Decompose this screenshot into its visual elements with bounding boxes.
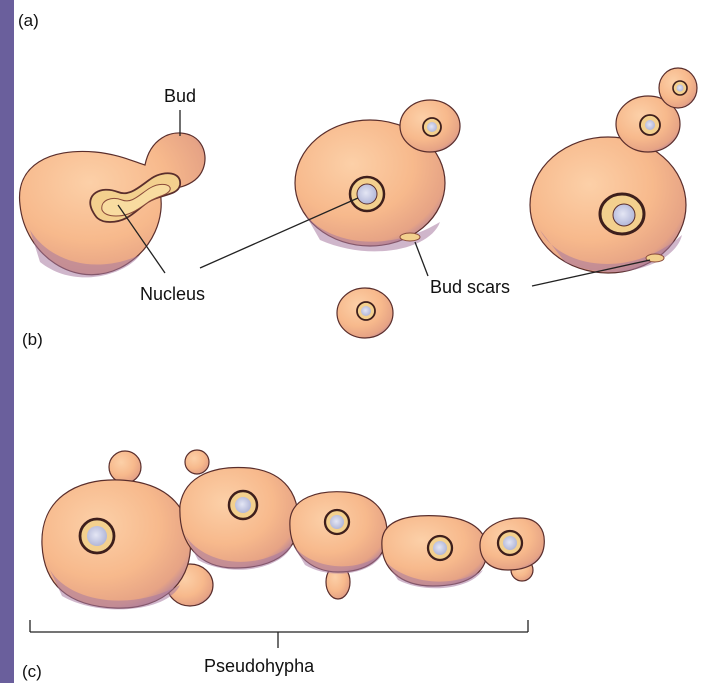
bud-top-center bbox=[400, 100, 460, 152]
mother-cell-right bbox=[530, 137, 686, 273]
pseudohypha-label: Pseudohypha bbox=[204, 656, 315, 676]
bud-scars-leader-line-1 bbox=[415, 242, 428, 276]
pseudohypha-bracket bbox=[30, 620, 528, 648]
bud-bottom-center bbox=[337, 288, 393, 338]
bud-right-top bbox=[659, 68, 697, 108]
bud-scars-label: Bud scars bbox=[430, 277, 510, 297]
pseudohypha-chain bbox=[42, 450, 544, 609]
bud-label: Bud bbox=[164, 86, 196, 106]
panel-label-b: (b) bbox=[22, 330, 43, 349]
panel-label-c: (c) bbox=[22, 662, 42, 681]
panel-label-a: (a) bbox=[18, 11, 39, 30]
budding-cell bbox=[20, 133, 205, 277]
nucleus-label: Nucleus bbox=[140, 284, 205, 304]
